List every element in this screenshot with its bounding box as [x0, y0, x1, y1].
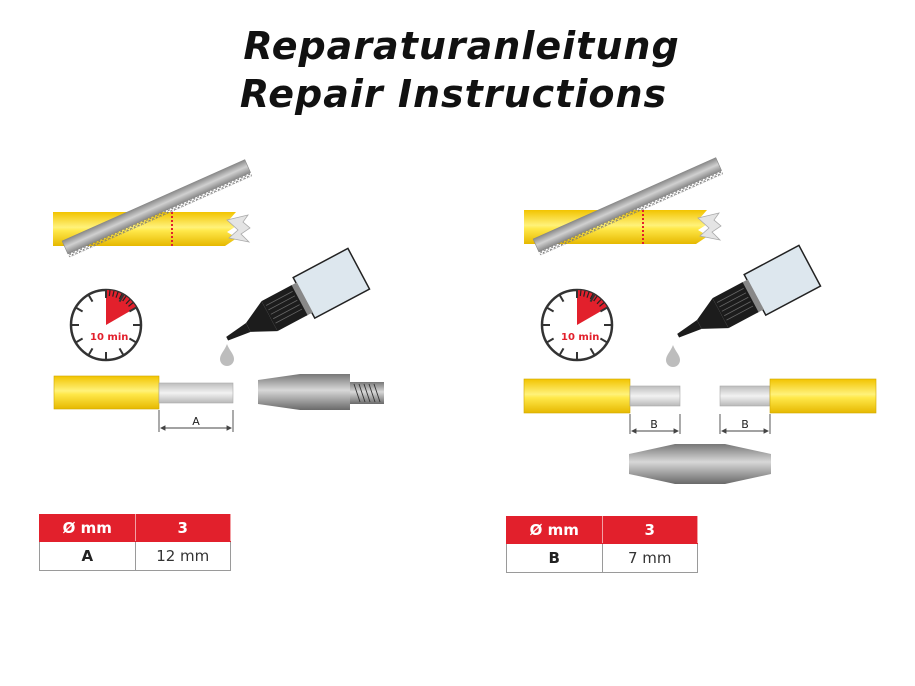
left-spec-table: Ø mm 3 A 12 mm [39, 514, 232, 571]
right-dimension-b-right [719, 414, 771, 434]
left-stopwatch-icon: 10 min [69, 288, 143, 362]
right-splice-connector-icon [629, 444, 771, 484]
left-glue-bottle-icon [215, 247, 371, 360]
table-header-size: 3 [601, 516, 699, 544]
table-header-diameter: Ø mm [39, 514, 136, 542]
left-glue-drop-icon [220, 344, 234, 366]
table-cell-value: 7 mm [601, 543, 699, 573]
left-threaded-connector-icon [258, 374, 384, 410]
right-glue-bottle-icon [666, 244, 822, 357]
table-row: B 7 mm [506, 543, 699, 573]
right-dimension-b-left [629, 414, 681, 434]
left-dimension-a [158, 410, 234, 432]
right-stopwatch-icon: 10 min [540, 288, 614, 362]
right-timer-label: 10 min [561, 332, 599, 343]
left-timer-label: 10 min [90, 332, 128, 343]
right-glue-drop-icon [666, 345, 680, 367]
left-dimension-label: A [192, 415, 200, 428]
right-saw-cable-illustration [523, 156, 725, 257]
right-stripped-cable-left-icon [523, 378, 681, 414]
right-stripped-cable-right-icon [719, 378, 877, 414]
table-header-size: 3 [134, 514, 232, 542]
table-cell-key: B [506, 543, 603, 573]
right-spec-table: Ø mm 3 B 7 mm [506, 516, 699, 573]
right-dimension-label-left: B [650, 418, 658, 431]
title-english: Repair Instructions [239, 72, 668, 116]
table-cell-value: 12 mm [134, 541, 232, 571]
table-header-row: Ø mm 3 [39, 514, 232, 542]
table-row: A 12 mm [39, 541, 232, 571]
table-cell-key: A [39, 541, 136, 571]
left-saw-cable-illustration [52, 158, 254, 259]
left-stripped-cable-icon [53, 375, 234, 410]
table-header-row: Ø mm 3 [506, 516, 699, 544]
title-german: Reparaturanleitung [243, 24, 680, 68]
table-header-diameter: Ø mm [506, 516, 603, 544]
right-dimension-label-right: B [741, 418, 749, 431]
